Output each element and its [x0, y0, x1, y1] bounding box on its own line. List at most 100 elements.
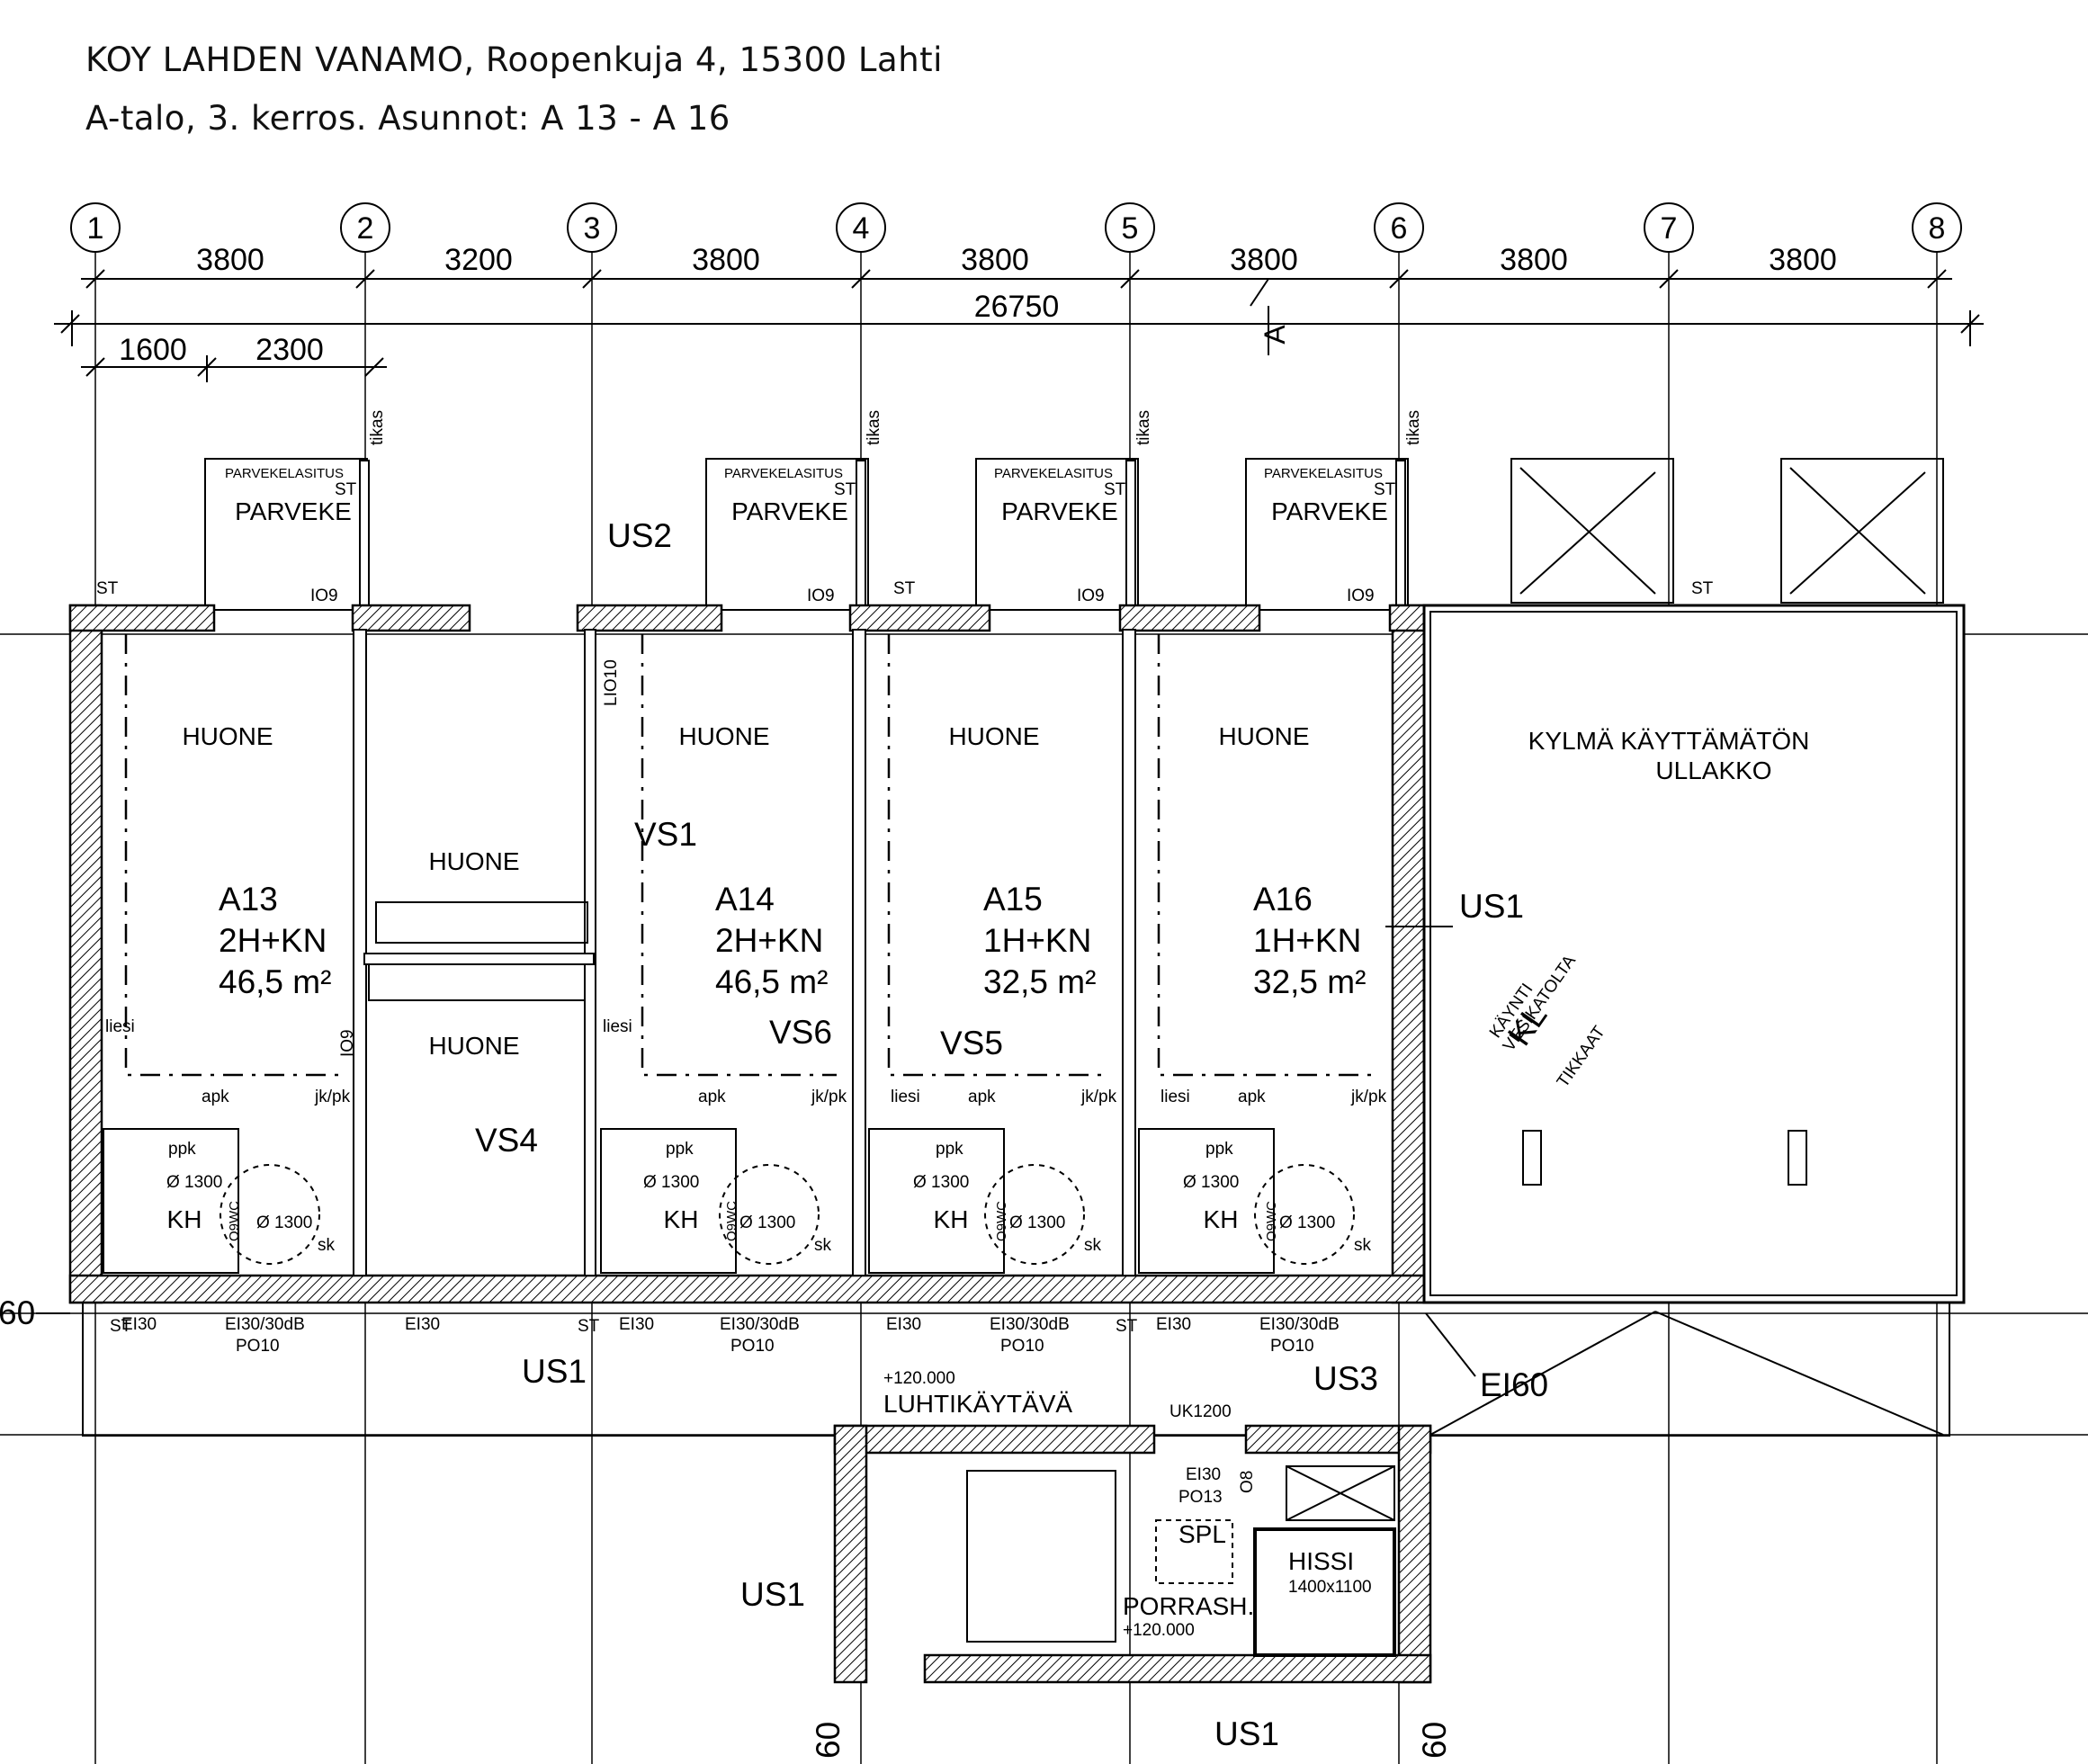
balcony-label-4: PARVEKE — [1271, 497, 1388, 525]
balcony-door-3: IO9 — [1077, 587, 1105, 605]
balcony-door-4: IO9 — [1347, 587, 1375, 605]
liesi-a16: liesi — [1160, 1088, 1190, 1106]
bathrooms — [103, 1128, 1355, 1274]
turn-a16: Ø 1300 — [1183, 1173, 1239, 1192]
door-o8: O8 — [1238, 1471, 1257, 1493]
ladder-4: tikas — [1404, 410, 1423, 445]
sk-a16: sk — [1354, 1236, 1372, 1255]
dim-span-1: 3800 — [196, 243, 264, 277]
room-huone-a14: HUONE — [678, 722, 769, 750]
header-line-2: A-talo, 3. kerros. Asunnot: A 13 - A 16 — [85, 99, 730, 138]
wc-a15: O9WC — [994, 1201, 1009, 1241]
ladder-2: tikas — [865, 410, 883, 445]
tag-us1-bottom: US1 — [1214, 1715, 1279, 1752]
corridor-label: LUHTIKÄYTÄVÄ — [883, 1390, 1072, 1418]
kh-a15: KH — [934, 1205, 969, 1233]
door-ei30-2: EI30 — [405, 1315, 440, 1334]
balcony-st-3: ST — [1104, 480, 1126, 499]
apt-a15-type: 1H+KN — [983, 922, 1091, 959]
apt-a13-area: 46,5 m² — [219, 963, 331, 1000]
lift-label: HISSI — [1288, 1547, 1354, 1575]
door-ei30-5: EI30 — [1156, 1315, 1191, 1334]
stair-level: +120.000 — [1123, 1621, 1195, 1640]
door-lio10: LIO10 — [602, 659, 621, 706]
st-3: ST — [1691, 579, 1714, 598]
balcony-door-1: IO9 — [310, 587, 338, 605]
balcony-glazing-2: PARVEKELASITUS — [724, 466, 843, 481]
tag-us1-stair: US1 — [740, 1576, 805, 1613]
door-ei30db-1: EI30/30dB — [225, 1315, 305, 1334]
balcony-st-1: ST — [335, 480, 357, 499]
turn2-a15: Ø 1300 — [1009, 1213, 1065, 1232]
stair-stubs — [368, 901, 588, 1001]
fixture-labels: liesi liesi liesi liesi apk apk apk apk … — [105, 659, 1387, 1255]
turn2-a13: Ø 1300 — [256, 1213, 312, 1232]
jkpk-a15: jk/pk — [1080, 1088, 1117, 1106]
balconies: PARVEKE PARVEKE PARVEKE PARVEKE PARVEKEL… — [204, 410, 1944, 613]
tag-us1-attic: US1 — [1459, 888, 1524, 925]
axis-7: 7 — [1661, 211, 1678, 246]
st-4: ST — [110, 1317, 132, 1336]
sk-a13: sk — [318, 1236, 336, 1255]
tag-ei60: EI60 — [1480, 1366, 1548, 1403]
apk-a13: apk — [202, 1088, 229, 1106]
jkpk-a14: jk/pk — [811, 1088, 847, 1106]
liesi-a13: liesi — [105, 1017, 135, 1036]
section-marker: A — [1250, 278, 1291, 355]
tag-vs4: VS4 — [475, 1122, 538, 1159]
turn-a13: Ø 1300 — [166, 1173, 222, 1192]
turn-a14: Ø 1300 — [643, 1173, 699, 1192]
jkpk-a16: jk/pk — [1350, 1088, 1387, 1106]
stair-label: PORRASH. — [1123, 1592, 1254, 1620]
axis-6: 6 — [1391, 211, 1408, 246]
room-labels: HUONE HUONE HUONE HUONE HUONE HUONE KYLM… — [167, 722, 1810, 1233]
stair-core: SPL PORRASH. +120.000 HISSI 1400x1100 O8 — [833, 1424, 1432, 1684]
jkpk-a13: jk/pk — [314, 1088, 351, 1106]
exterior-walls — [68, 604, 1966, 1304]
door-io9-a13: IO9 — [338, 1029, 357, 1057]
section-label: A — [1259, 325, 1291, 345]
door-ei30db-4: EI30/30dB — [1259, 1315, 1340, 1334]
st-6: ST — [1116, 1317, 1138, 1336]
tag-left-cut: 60 — [0, 1294, 35, 1331]
apt-a16-id: A16 — [1253, 881, 1313, 918]
turn-a15: Ø 1300 — [913, 1173, 969, 1192]
tag-us2: US2 — [607, 517, 672, 554]
apt-a15-id: A15 — [983, 881, 1043, 918]
balcony-glazing-1: PARVEKELASITUS — [225, 466, 344, 481]
attic-label-2: ULLAKKO — [1655, 757, 1771, 784]
door-po10-1: PO10 — [236, 1337, 280, 1356]
room-huone-3: HUONE — [428, 1032, 519, 1060]
wc-a13: O9WC — [227, 1201, 242, 1241]
tag-bottom-cut-2: 60 — [1416, 1722, 1453, 1759]
tag-us1-corridor: US1 — [522, 1353, 587, 1390]
room-huone-a13: HUONE — [182, 722, 273, 750]
tag-vs6: VS6 — [769, 1014, 832, 1051]
ppk-a13: ppk — [168, 1140, 196, 1159]
door-ei30-4: EI30 — [886, 1315, 921, 1334]
st-5: ST — [578, 1317, 600, 1336]
turn2-a14: Ø 1300 — [739, 1213, 795, 1232]
door-ei30db-2: EI30/30dB — [720, 1315, 800, 1334]
door-ei30-stair: EI30 — [1186, 1465, 1221, 1484]
area-lines — [124, 634, 1376, 1077]
attic-label-1: KYLMÄ KÄYTTÄMÄTÖN — [1528, 727, 1810, 755]
turn2-a16: Ø 1300 — [1279, 1213, 1335, 1232]
ppk-a14: ppk — [666, 1140, 694, 1159]
dim-span-3: 3800 — [692, 243, 760, 277]
axis-8: 8 — [1929, 211, 1946, 246]
sk-a14: sk — [814, 1236, 832, 1255]
st-1: ST — [96, 579, 119, 598]
uk-label: UK1200 — [1169, 1402, 1232, 1421]
kh-a14: KH — [664, 1205, 699, 1233]
apt-a14-type: 2H+KN — [715, 922, 823, 959]
dim-sub-1: 1600 — [119, 333, 187, 367]
dim-sub-2: 2300 — [255, 333, 324, 367]
axis-2: 2 — [357, 211, 374, 246]
sk-a15: sk — [1084, 1236, 1102, 1255]
apt-a14-area: 46,5 m² — [715, 963, 828, 1000]
apk-a16: apk — [1238, 1088, 1266, 1106]
apt-a16-type: 1H+KN — [1253, 922, 1361, 959]
room-huone-2: HUONE — [428, 847, 519, 875]
